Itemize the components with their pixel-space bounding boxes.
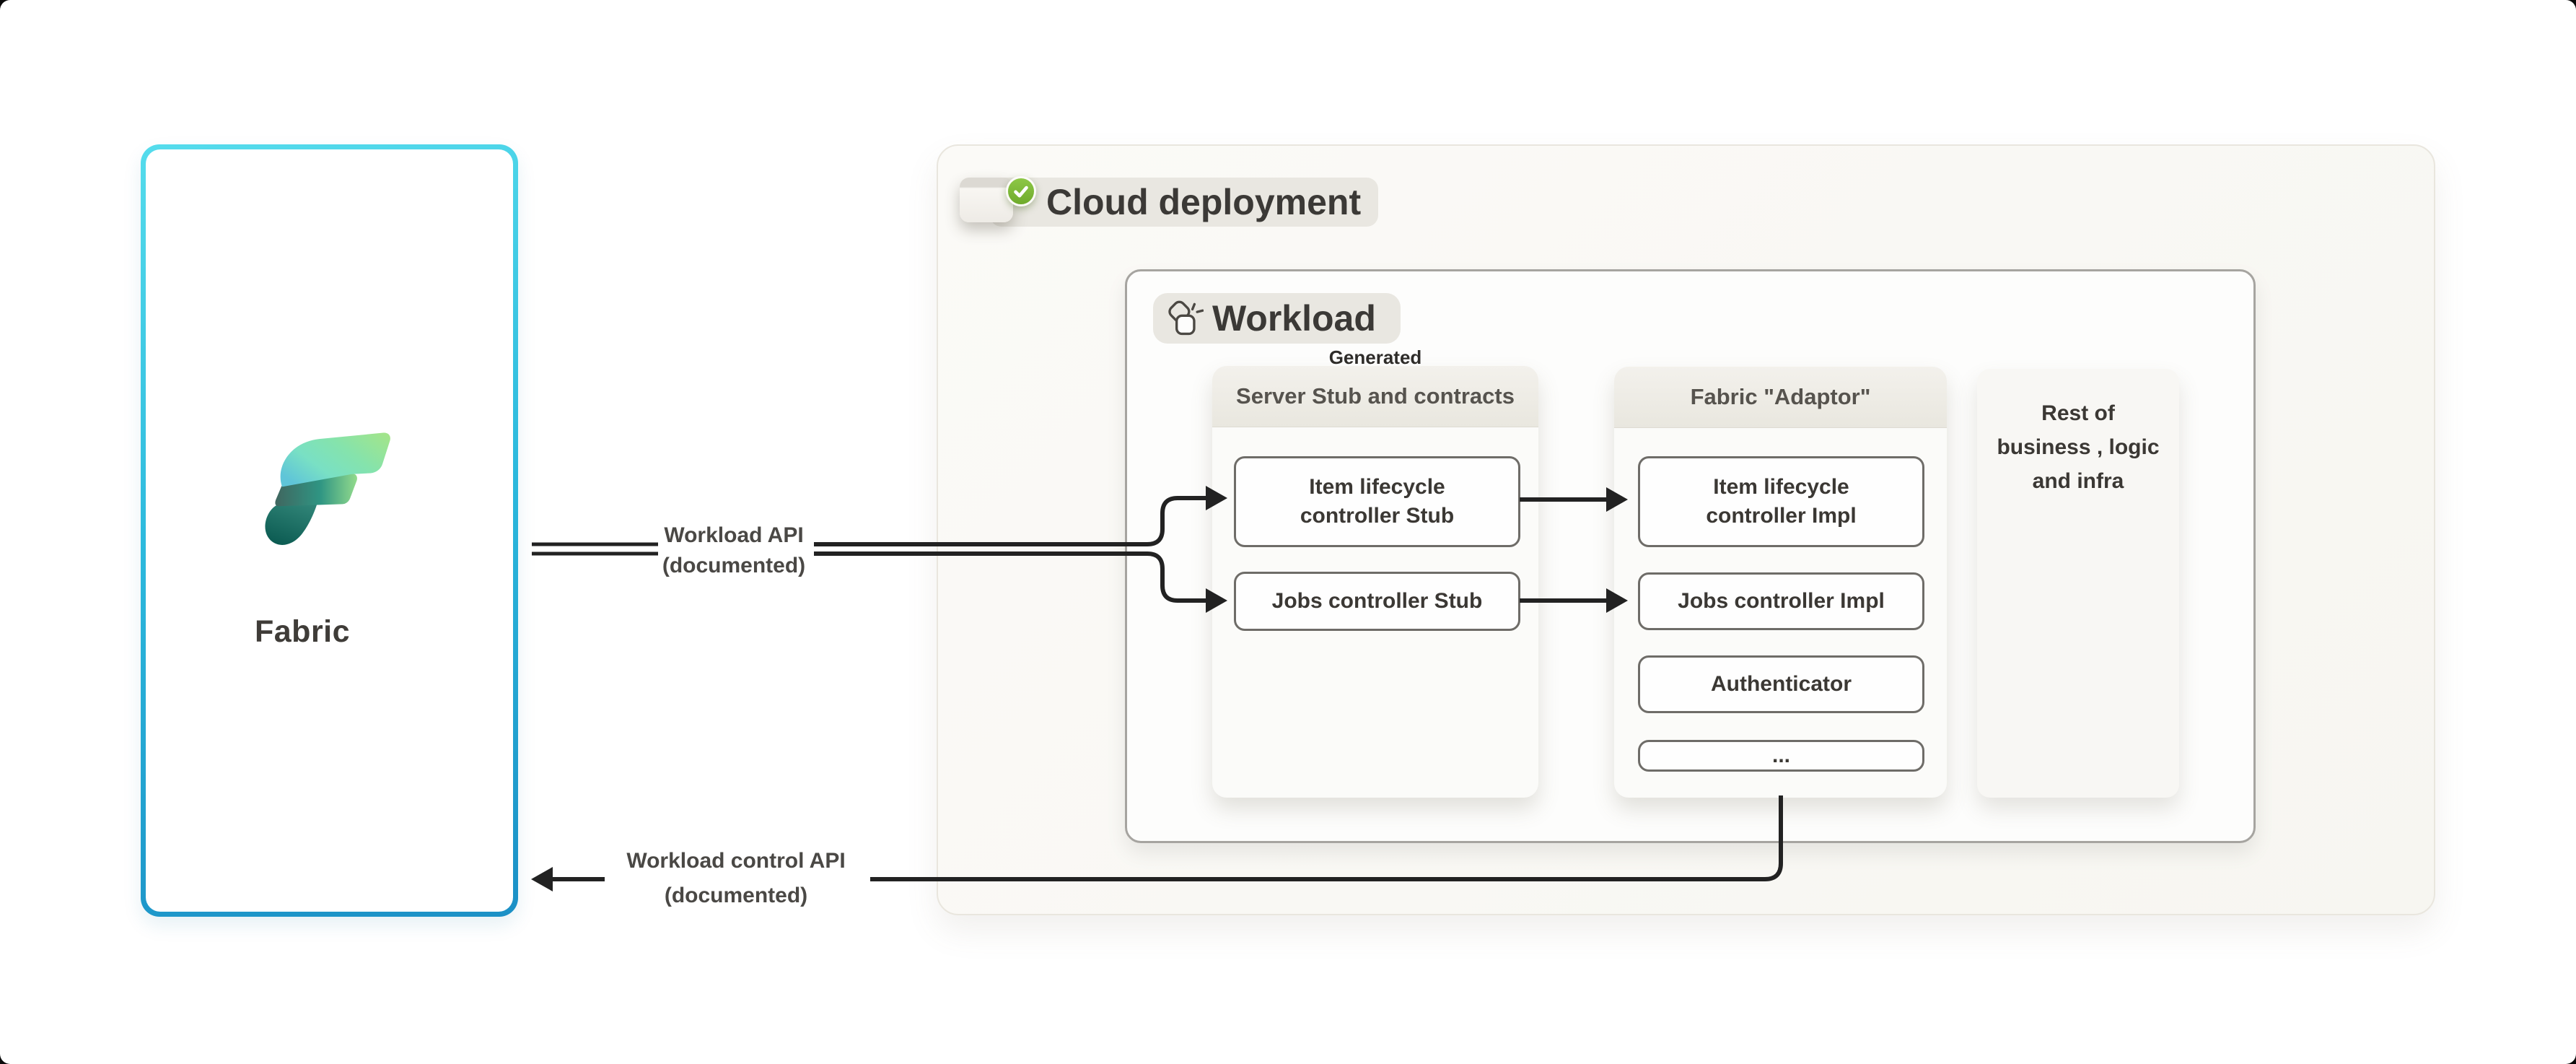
box-label: controller Stub (1300, 504, 1455, 528)
workload-control-api-sublabel: (documented) (664, 884, 808, 907)
workload-title: Workload (1212, 298, 1376, 339)
jobs-controller-impl-box: Jobs controller Impl (1638, 572, 1924, 630)
fabric-panel: Fabric (141, 144, 518, 917)
box-label: Authenticator (1711, 672, 1852, 696)
cloud-deployment-panel: Cloud deployment Workload Generated (937, 144, 2435, 915)
workload-api-label: Workload API (664, 523, 804, 547)
more-box: ... (1638, 740, 1924, 772)
box-label: ... (1771, 744, 1790, 767)
box-label: Item lifecycle (1713, 475, 1849, 499)
cloud-deployment-title-pill: Cloud deployment (990, 178, 1378, 227)
cloud-deployment-title: Cloud deployment (1046, 182, 1362, 222)
fabric-adaptor-header: Fabric "Adaptor" (1614, 367, 1947, 428)
workload-box: Workload Generated Server Stub and contr… (1125, 269, 2256, 843)
rest-line: and infra (2032, 469, 2124, 493)
rest-line: business , logic (1997, 435, 2160, 459)
authenticator-box: Authenticator (1638, 655, 1924, 713)
box-label: controller Impl (1706, 504, 1857, 528)
fabric-label: Fabric (255, 614, 351, 649)
workload-header: Workload (1153, 293, 1401, 344)
fabric-panel-inner: Fabric (146, 149, 513, 912)
workload-api-sublabel: (documented) (662, 554, 806, 577)
server-stub-header: Server Stub and contracts (1212, 366, 1538, 427)
box-label: Item lifecycle (1309, 475, 1445, 499)
workload-icon (1168, 300, 1204, 336)
item-lifecycle-stub-box: Item lifecycle controller Stub (1234, 456, 1520, 547)
rest-of-business-column: Rest of business , logic and infra (1977, 369, 2179, 798)
check-badge-icon (1006, 176, 1036, 206)
deployment-toggle[interactable] (960, 178, 1013, 222)
box-label: Jobs controller Impl (1678, 589, 1885, 613)
jobs-controller-stub-box: Jobs controller Stub (1234, 572, 1520, 631)
fabric-logo-icon (265, 432, 390, 545)
rest-line: Rest of (2041, 401, 2115, 425)
arrowhead (531, 867, 553, 891)
item-lifecycle-impl-box: Item lifecycle controller Impl (1638, 456, 1924, 547)
box-label: Jobs controller Stub (1271, 589, 1483, 613)
workload-control-api-label: Workload control API (626, 849, 846, 873)
generated-tag: Generated (1328, 346, 1422, 368)
